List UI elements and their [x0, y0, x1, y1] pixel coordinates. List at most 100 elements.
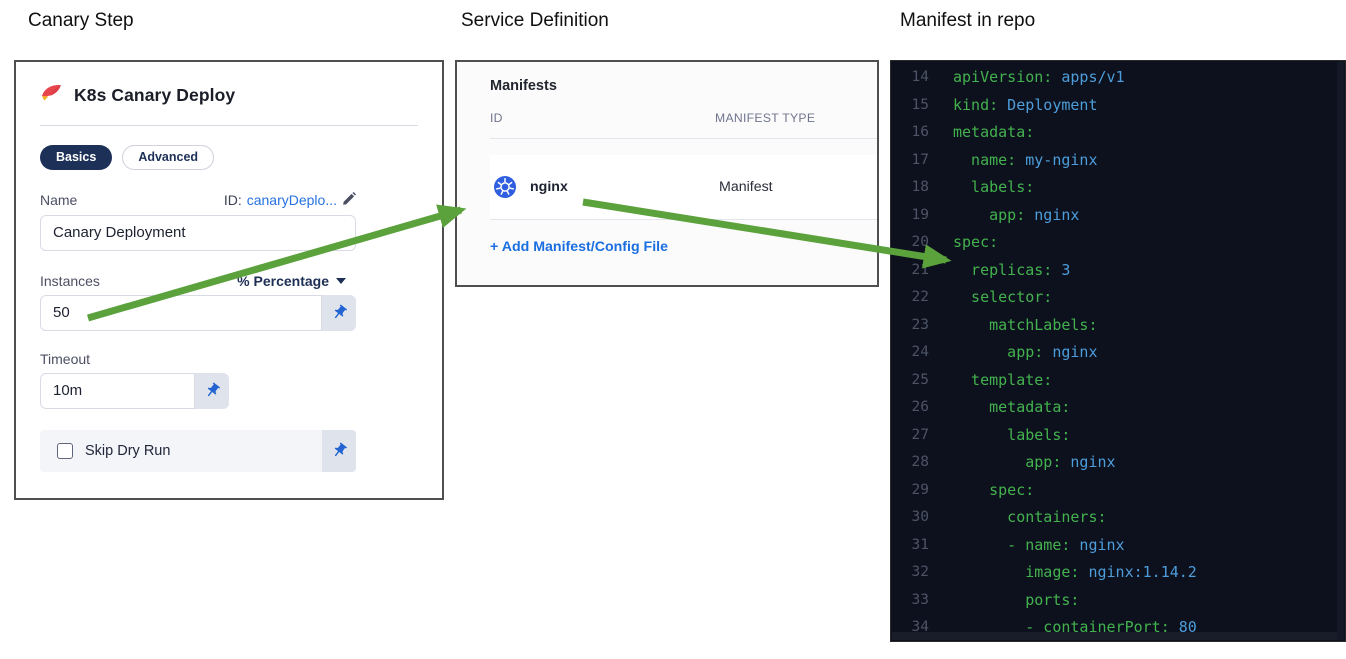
yaml-value: Deployment	[998, 95, 1098, 114]
line-number: 34	[911, 619, 929, 635]
step-id-link[interactable]: canaryDeplo...	[246, 192, 337, 208]
code-line: 26 metadata:	[891, 394, 1345, 422]
name-input[interactable]: Canary Deployment	[40, 214, 356, 251]
yaml-key: ports:	[953, 590, 1080, 609]
yaml-value: nginx	[1025, 205, 1080, 224]
timeout-control: 10m	[40, 372, 418, 409]
yaml-key: metadata:	[953, 398, 1071, 416]
skip-dry-run-row: Skip Dry Run	[40, 429, 356, 472]
code-line: 29 spec:	[891, 477, 1345, 505]
name-label: Name	[40, 192, 78, 208]
line-number: 18	[911, 179, 929, 195]
add-manifest-link[interactable]: + Add Manifest/Config File	[490, 239, 669, 255]
manifests-table-header: ID MANIFEST TYPE	[490, 111, 877, 125]
step-tabs: Basics Advanced	[40, 145, 418, 170]
instances-unit-select[interactable]: % Percentage	[237, 273, 346, 289]
yaml-value: nginx:1.14.2	[1079, 563, 1197, 581]
line-number: 20	[911, 234, 929, 250]
yaml-value: my-nginx	[1016, 150, 1098, 169]
code-line: 28 app: nginx	[891, 449, 1345, 477]
column-label-service-definition: Service Definition	[461, 10, 609, 31]
line-number: 33	[911, 591, 929, 608]
skip-dry-run-runtime-pin-button[interactable]	[322, 429, 356, 472]
manifest-id: nginx	[530, 179, 568, 195]
line-number: 29	[911, 481, 929, 498]
code-line: 32 image: nginx:1.14.2	[891, 559, 1345, 587]
yaml-key: labels:	[953, 425, 1071, 444]
horizontal-scrollbar[interactable]	[892, 632, 1344, 640]
yaml-key: template:	[953, 370, 1053, 389]
yaml-key: app:	[953, 453, 1062, 471]
instances-unit-value: % Percentage	[237, 272, 329, 289]
skip-dry-run-checkbox[interactable]	[57, 442, 73, 459]
code-line: 27 labels:	[891, 422, 1345, 450]
timeout-input[interactable]: 10m	[40, 372, 195, 409]
yaml-key: apiVersion:	[953, 68, 1053, 86]
line-number: 32	[911, 564, 929, 580]
yaml-key: image:	[953, 563, 1080, 581]
name-label-row: Name ID: canaryDeplo...	[40, 191, 356, 209]
code-line: 31 - name: nginx	[891, 532, 1345, 560]
column-label-manifest-in-repo: Manifest in repo	[900, 10, 1036, 31]
yaml-value: 80	[1169, 618, 1197, 636]
line-number: 14	[911, 69, 929, 85]
yaml-key: matchLabels:	[953, 315, 1098, 334]
line-number: 16	[911, 124, 929, 140]
service-definition-panel: Manifests ID MANIFEST TYPE	[455, 60, 879, 287]
manifest-type: Manifest	[719, 179, 773, 195]
yaml-key: metadata:	[953, 123, 1035, 141]
code-line: 18 labels:	[891, 174, 1345, 202]
manifest-row[interactable]: nginx Manifest	[490, 155, 877, 220]
manifest-id-cell: nginx	[494, 176, 719, 198]
tab-advanced[interactable]: Advanced	[122, 145, 215, 170]
code-line: 24 app: nginx	[891, 339, 1345, 367]
skip-dry-run-label: Skip Dry Run	[85, 442, 171, 459]
instances-label-row: Instances % Percentage	[40, 273, 356, 289]
instances-runtime-pin-button[interactable]	[322, 294, 356, 331]
id-prefix: ID:	[223, 192, 242, 208]
yaml-value: nginx	[1070, 535, 1125, 554]
yaml-value: 3	[1052, 260, 1071, 279]
canary-bird-icon	[40, 82, 62, 109]
yaml-key: spec:	[953, 233, 999, 251]
tab-basics[interactable]: Basics	[40, 145, 113, 170]
column-header-id: ID	[490, 111, 503, 125]
code-line: 14 apiVersion: apps/v1	[891, 64, 1345, 92]
code-line: 16 metadata:	[891, 119, 1345, 147]
timeout-runtime-pin-button[interactable]	[195, 372, 229, 409]
manifests-title: Manifests	[490, 78, 557, 94]
line-number: 22	[911, 289, 929, 305]
vertical-scrollbar[interactable]	[1337, 62, 1344, 640]
manifests-table-body: nginx Manifest	[490, 155, 877, 220]
code-line: 30 containers:	[891, 504, 1345, 532]
yaml-key: - name:	[953, 535, 1071, 554]
code-line: 23 matchLabels:	[891, 312, 1345, 340]
line-number: 23	[911, 316, 929, 333]
kubernetes-icon	[494, 176, 516, 198]
yaml-key: name:	[953, 150, 1017, 169]
line-number: 25	[911, 371, 929, 388]
edit-pencil-icon[interactable]	[342, 191, 356, 209]
step-id-wrap: ID: canaryDeplo...	[223, 191, 356, 209]
yaml-value: nginx	[1043, 343, 1098, 361]
instances-input[interactable]: 50	[40, 294, 322, 331]
line-number: 21	[911, 261, 929, 278]
divider	[490, 138, 877, 139]
line-number: 30	[911, 509, 929, 525]
line-number: 17	[911, 151, 929, 168]
line-number: 26	[911, 399, 929, 415]
yaml-key: app:	[953, 343, 1044, 361]
column-header-manifest-type: MANIFEST TYPE	[715, 111, 816, 125]
yaml-key: replicas:	[953, 260, 1053, 279]
code-line: 22 selector:	[891, 284, 1345, 312]
divider	[40, 125, 418, 126]
code-line: 25 template:	[891, 367, 1345, 395]
yaml-key: selector:	[953, 288, 1053, 306]
step-title-row: K8s Canary Deploy	[40, 82, 418, 109]
yaml-value: apps/v1	[1052, 68, 1125, 86]
line-number: 19	[911, 206, 929, 223]
code-line: 34 - containerPort: 80	[891, 614, 1345, 641]
